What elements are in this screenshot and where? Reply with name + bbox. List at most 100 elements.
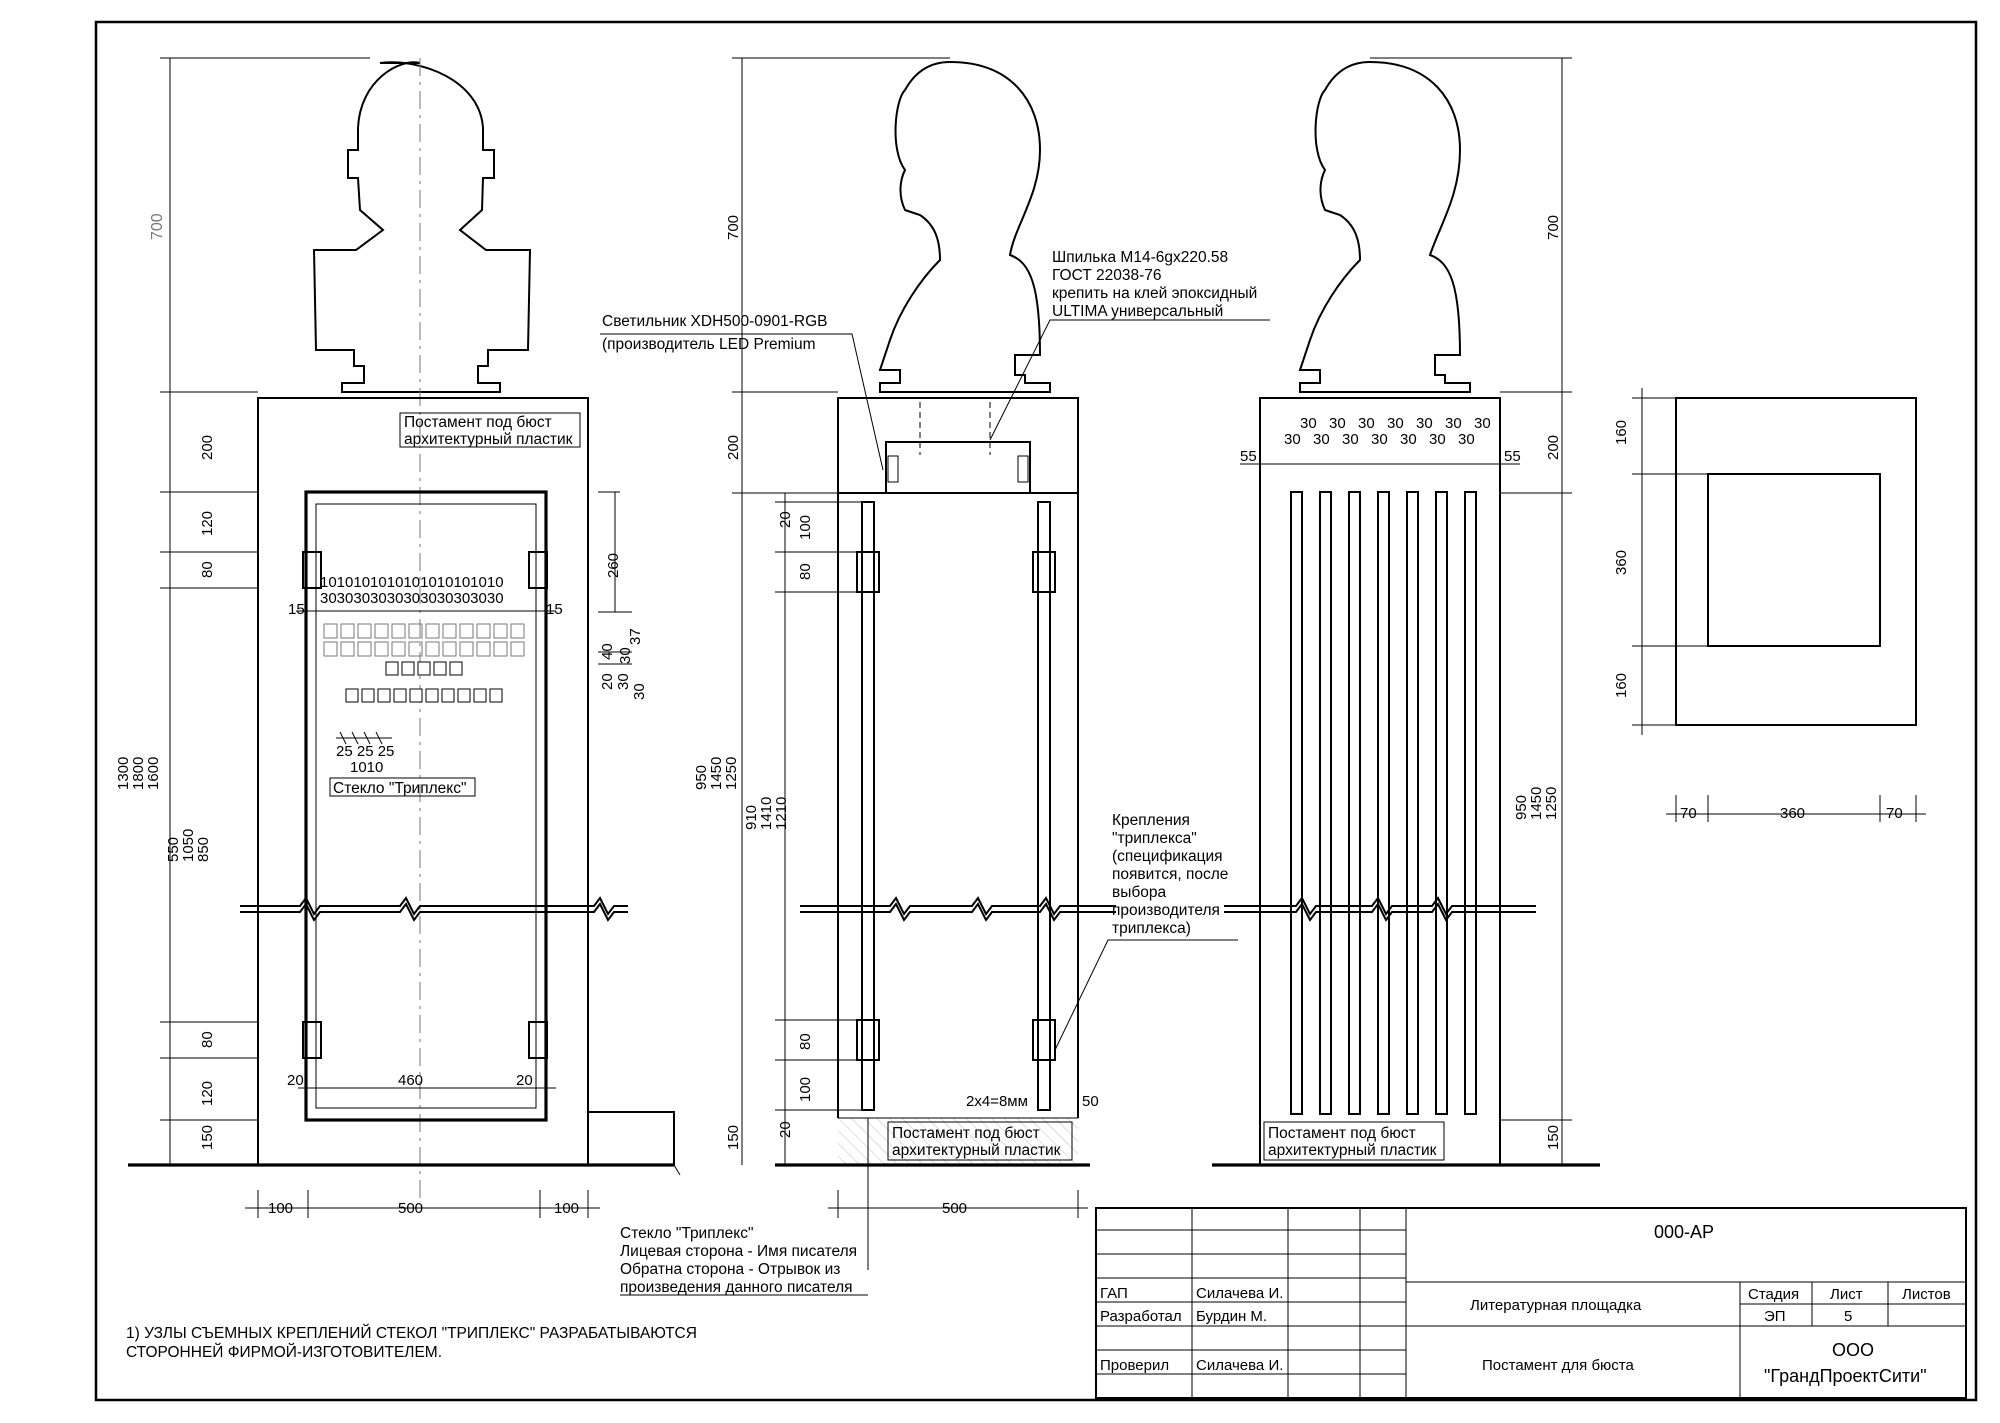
side-dim-200: 200 bbox=[725, 435, 742, 460]
front-glass bbox=[315, 503, 537, 1109]
front-dim-20: 20 bbox=[599, 673, 616, 690]
mounts-label-6: производителя bbox=[1112, 902, 1220, 919]
side-dim-80a: 80 bbox=[797, 563, 814, 580]
side-dim-100b: 100 bbox=[797, 1077, 814, 1102]
top-dim-360b: 360 bbox=[1780, 805, 1805, 822]
front-dim-120a: 120 bbox=[199, 511, 216, 536]
general-note-2: СТОРОННЕЙ ФИРМОЙ-ИЗГОТОВИТЕЛЕМ. bbox=[126, 1343, 442, 1361]
side-bottom-500: 500 bbox=[942, 1200, 967, 1217]
top-view-inner bbox=[1707, 473, 1881, 647]
mounts-label-5: выбора bbox=[1112, 884, 1166, 901]
front-dim-200: 200 bbox=[199, 435, 216, 460]
front-dim-150: 150 bbox=[199, 1125, 216, 1150]
svg-text:30: 30 bbox=[1416, 415, 1433, 432]
lamp-label-2: (производитель LED Premium bbox=[602, 336, 816, 353]
front-dim-1050: 1050 bbox=[180, 829, 197, 862]
back-dim-200: 200 bbox=[1545, 435, 1562, 460]
front-bottom-100b: 100 bbox=[554, 1200, 579, 1217]
side-dim-150: 150 bbox=[725, 1125, 742, 1150]
side-cap bbox=[837, 397, 1079, 494]
side-gap-label: 2x4=8мм bbox=[966, 1093, 1028, 1110]
title-sheet-name: Постамент для бюста bbox=[1482, 1357, 1634, 1374]
front-bottom-100a: 100 bbox=[268, 1200, 293, 1217]
top-view: 160 360 160 70 360 70 bbox=[1613, 388, 1926, 822]
front-grid-top: 1010101010101010101010 bbox=[320, 574, 504, 591]
front-glass-frame bbox=[304, 490, 548, 1122]
title-code: 000-АР bbox=[1654, 1222, 1714, 1242]
front-dim-120b: 120 bbox=[199, 1081, 216, 1106]
svg-text:30: 30 bbox=[1400, 431, 1417, 448]
front-dim-260: 260 bbox=[605, 553, 622, 578]
front-dim-1600: 1600 bbox=[145, 757, 162, 790]
front-pedestal-label-1: Постамент под бюст bbox=[404, 414, 552, 431]
mounts-label-4: появится, после bbox=[1112, 866, 1228, 883]
front-grid-bottom: 3030303030303030303030 bbox=[320, 590, 504, 607]
side-dim-100a: 100 bbox=[797, 515, 814, 540]
title-name-1: Силачева И. bbox=[1196, 1285, 1283, 1302]
back-dim-700: 700 bbox=[1545, 215, 1562, 240]
svg-text:30: 30 bbox=[1358, 415, 1375, 432]
svg-text:30: 30 bbox=[1284, 431, 1301, 448]
glass-note-1: Стекло "Триплекс" bbox=[620, 1225, 753, 1242]
front-dim-30c: 30 bbox=[631, 683, 648, 700]
front-edge-left: 15 bbox=[288, 601, 305, 618]
front-small-bottom: 1010 bbox=[350, 759, 383, 776]
glass-note-2: Лицевая сторона - Имя писателя bbox=[620, 1243, 857, 1260]
front-view: Постамент под бюст архитектурный пластик… bbox=[115, 57, 681, 1218]
svg-text:30: 30 bbox=[1313, 431, 1330, 448]
front-dim-1300: 1300 bbox=[115, 757, 132, 790]
svg-text:30: 30 bbox=[1387, 415, 1404, 432]
front-dim-1800: 1800 bbox=[130, 757, 147, 790]
title-stage-header: Стадия bbox=[1748, 1286, 1799, 1303]
title-name-3: Силачева И. bbox=[1196, 1357, 1283, 1374]
front-edge-right: 15 bbox=[546, 601, 563, 618]
stud-label-1: Шпилька М14-6gx220.58 bbox=[1052, 249, 1228, 266]
svg-text:30: 30 bbox=[1474, 415, 1491, 432]
top-dim-160b: 160 bbox=[1613, 673, 1630, 698]
mounts-label-2: "триплекса" bbox=[1112, 830, 1197, 847]
back-edge-right: 55 bbox=[1504, 448, 1521, 465]
side-pedestal-label-2: архитектурный пластик bbox=[892, 1142, 1061, 1159]
back-pedestal-label-2: архитектурный пластик bbox=[1268, 1142, 1437, 1159]
glass-note-3: Обратна сторона - Отрывок из bbox=[620, 1261, 840, 1278]
side-dim-1410: 1410 bbox=[758, 797, 775, 830]
side-dim-700: 700 bbox=[725, 215, 742, 240]
back-dim-1250: 1250 bbox=[1543, 787, 1560, 820]
mounts-label-7: триплекса) bbox=[1112, 920, 1191, 937]
front-letter-grid bbox=[323, 623, 525, 657]
title-sheet-header: Лист bbox=[1830, 1286, 1863, 1303]
front-dim-80a: 80 bbox=[199, 561, 216, 578]
front-inner-20a: 20 bbox=[287, 1072, 304, 1089]
svg-text:30: 30 bbox=[1329, 415, 1346, 432]
sheet-frame bbox=[94, 20, 1978, 1402]
svg-text:30: 30 bbox=[1371, 431, 1388, 448]
front-dim-550: 550 bbox=[165, 837, 182, 862]
side-view: Светильник XDH500-0901-RGB (производител… bbox=[600, 57, 1270, 1270]
mounts-label-3: (спецификация bbox=[1112, 848, 1223, 865]
side-dim-950: 950 bbox=[693, 765, 710, 790]
glass-note-4: произведения данного писателя bbox=[620, 1279, 853, 1296]
stud-label-2: ГОСТ 22038-76 bbox=[1052, 267, 1162, 284]
front-dim-80b: 80 bbox=[199, 1031, 216, 1048]
top-dim-70a: 70 bbox=[1680, 805, 1697, 822]
back-slots bbox=[1290, 491, 1477, 1115]
title-sheets-header: Листов bbox=[1902, 1286, 1951, 1303]
back-pedestal-label-1: Постамент под бюст bbox=[1268, 1125, 1416, 1142]
side-dim-1250: 1250 bbox=[723, 757, 740, 790]
title-company-2: "ГрандПроектСити" bbox=[1764, 1366, 1927, 1386]
side-pedestal-label-1: Постамент под бюст bbox=[892, 1125, 1040, 1142]
side-dim-20b: 20 bbox=[777, 1121, 794, 1138]
stud-label-4: ULTIMA универсальный bbox=[1052, 303, 1223, 320]
side-dim-1450: 1450 bbox=[708, 757, 725, 790]
front-inner-460: 460 bbox=[398, 1072, 423, 1089]
title-role-1: ГАП bbox=[1100, 1285, 1128, 1302]
side-dim-1210: 1210 bbox=[773, 797, 790, 830]
side-bust bbox=[878, 60, 1051, 393]
svg-text:30: 30 bbox=[1429, 431, 1446, 448]
stud-label-3: крепить на клей эпоксидный bbox=[1052, 285, 1257, 302]
title-role-2: Разработал bbox=[1100, 1308, 1182, 1325]
front-pedestal-label-2: архитектурный пластик bbox=[404, 431, 573, 448]
title-block: 000-АР Литературная площадка Постамент д… bbox=[1095, 1207, 1967, 1399]
side-dim-20a: 20 bbox=[777, 511, 794, 528]
